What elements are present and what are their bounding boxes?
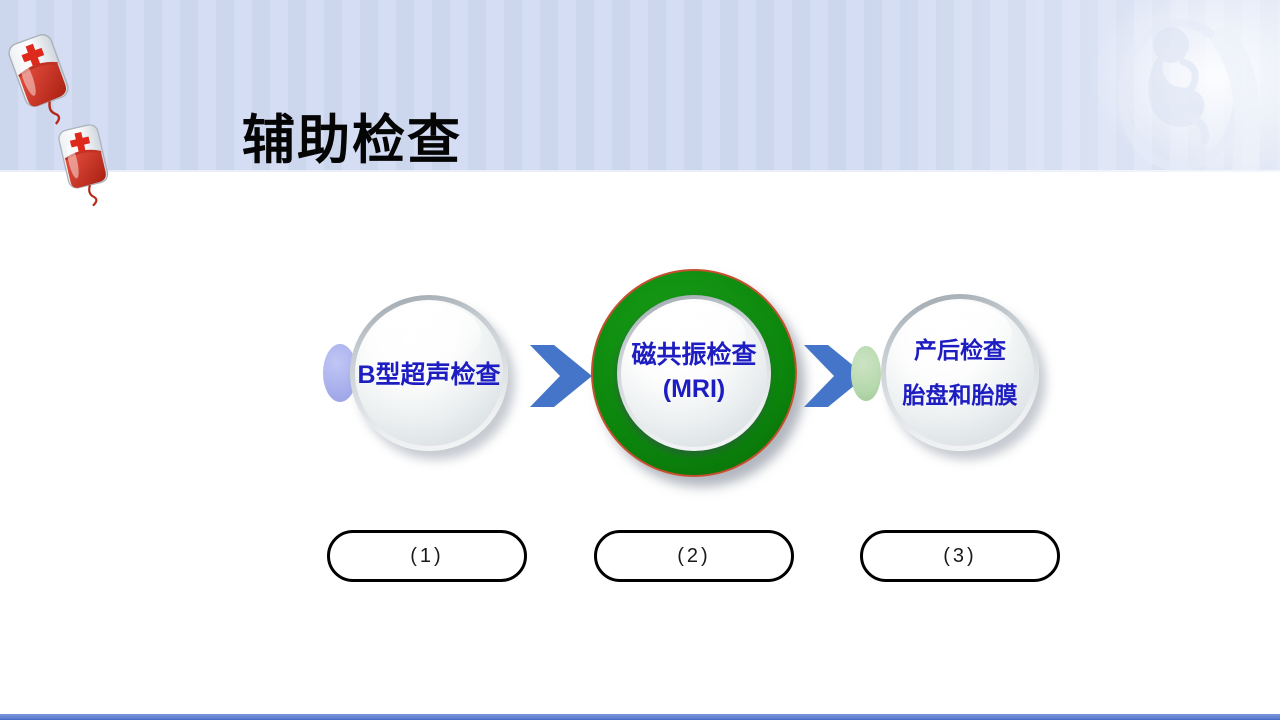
blood-bag-graphic bbox=[58, 124, 109, 207]
blood-bag-graphic bbox=[8, 34, 69, 125]
fetus-watermark bbox=[1095, 0, 1280, 170]
node-text-line: 胎盘和胎膜 bbox=[902, 381, 1018, 408]
process-node-postpartum: 产后检查 胎盘和胎膜 bbox=[881, 294, 1039, 451]
step-badge-1: (1) bbox=[327, 530, 527, 582]
node-label: 产后检查 胎盘和胎膜 bbox=[881, 294, 1039, 451]
chevron-right-icon bbox=[804, 345, 866, 407]
page-title: 辅助检查 bbox=[242, 112, 462, 170]
node-text-line: 磁共振检查 bbox=[631, 341, 757, 370]
node-text-line: 产后检查 bbox=[914, 336, 1006, 363]
blood-bag-icon bbox=[0, 27, 87, 139]
top-banner bbox=[0, 0, 1280, 172]
green-ellipse bbox=[851, 346, 881, 401]
process-node-mri-highlight-ring: 磁共振检查 (MRI) bbox=[591, 269, 797, 477]
step-badge-2: (2) bbox=[594, 530, 794, 582]
fetus-watermark-icon bbox=[1117, 18, 1261, 170]
node-label: 磁共振检查 (MRI) bbox=[593, 271, 795, 475]
step-badge-3: (3) bbox=[860, 530, 1060, 582]
chevron-right-icon bbox=[530, 345, 592, 407]
blood-bag-icon bbox=[51, 119, 122, 217]
process-node-ultrasound: B型超声检查 bbox=[350, 295, 508, 451]
node-text-line: B型超声检查 bbox=[357, 361, 501, 389]
node-label: B型超声检查 bbox=[350, 295, 508, 451]
bottom-accent-bar bbox=[0, 714, 1280, 720]
node-text-line: (MRI) bbox=[662, 375, 726, 403]
process-node-mri bbox=[617, 295, 771, 451]
